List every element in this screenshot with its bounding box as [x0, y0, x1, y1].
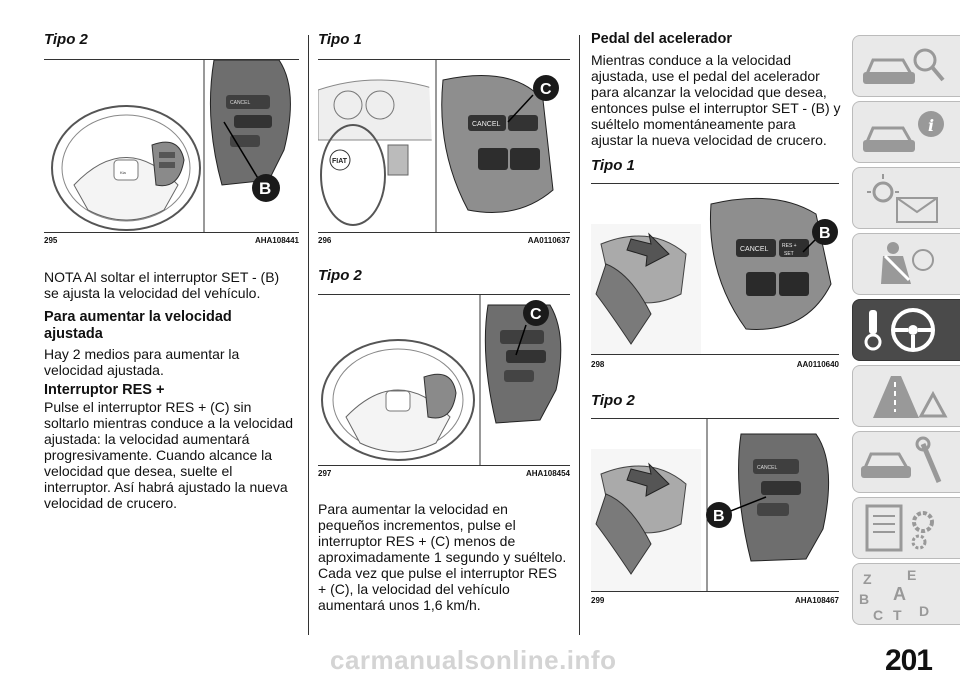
- svg-text:A: A: [893, 584, 906, 604]
- figure-297-caption: 297 AHA108454: [318, 469, 570, 479]
- figure-298: CANCEL RES + SET B: [591, 183, 839, 355]
- figure-number: 297: [318, 469, 332, 478]
- figure-298-caption: 298 AA0110640: [591, 360, 839, 370]
- sub-title-res: Interruptor RES +: [44, 382, 165, 398]
- svg-text:CANCEL: CANCEL: [740, 246, 769, 253]
- figure-number: 298: [591, 360, 605, 369]
- tab-car-search[interactable]: [852, 35, 960, 97]
- nota-paragraph: NOTA Al soltar el interruptor SET - (B) …: [44, 269, 280, 301]
- warning-lights-envelope-icon: [867, 174, 938, 223]
- callout-c: C: [540, 81, 552, 98]
- svg-text:SET: SET: [784, 251, 794, 257]
- figure-295-caption: 295 AHA108441: [44, 236, 299, 246]
- heading-tipo-2: Tipo 2: [44, 31, 88, 48]
- figure-297: C: [318, 294, 570, 466]
- figure-number: 299: [591, 596, 605, 605]
- svg-text:T: T: [893, 607, 902, 623]
- tab-specs-gears[interactable]: [852, 497, 960, 559]
- tab-car-wrench[interactable]: [852, 431, 960, 493]
- figure-code: AA0110640: [796, 360, 839, 369]
- heading-tipo-1: Tipo 1: [318, 31, 362, 48]
- figure-295: Kia CANCEL B: [44, 59, 299, 233]
- svg-text:D: D: [919, 603, 929, 619]
- tab-alphabet-index[interactable]: Z E A B C T D: [852, 563, 960, 625]
- page-number: 201: [884, 644, 933, 677]
- svg-text:E: E: [907, 567, 916, 583]
- figure-299: CANCEL B: [591, 418, 839, 592]
- pedal-paragraph: Mientras conduce a la velocidad ajustada…: [591, 52, 841, 148]
- figure-number: 296: [318, 236, 332, 245]
- svg-text:CANCEL: CANCEL: [472, 121, 501, 128]
- svg-text:CANCEL: CANCEL: [230, 100, 251, 106]
- figure-code: AHA108467: [794, 596, 839, 605]
- incrementos-paragraph: Para aumentar la velocidad en pequeños i…: [318, 501, 567, 613]
- svg-text:B: B: [859, 591, 869, 607]
- callout-b: B: [259, 179, 271, 198]
- svg-text:Z: Z: [863, 571, 872, 587]
- alphabet-index-icon: Z E A B C T D: [859, 567, 929, 623]
- figure-296-caption: 296 AA0110637: [318, 236, 570, 246]
- seatbelt-airbag-icon: [881, 242, 934, 284]
- car-search-icon: [863, 48, 945, 84]
- res-paragraph: Pulse el interruptor RES + (C) sin solta…: [44, 399, 294, 511]
- svg-text:CANCEL: CANCEL: [757, 465, 778, 471]
- steering-wheel-illustration: Kia CANCEL B: [51, 60, 291, 232]
- heading-tipo-2: Tipo 2: [591, 392, 635, 409]
- svg-text:FIAT: FIAT: [332, 158, 348, 165]
- heading-tipo-1: Tipo 1: [591, 157, 635, 174]
- dashboard-illustration: FIAT CANCEL C: [318, 60, 570, 232]
- section-title-pedal: Pedal del acelerador: [591, 31, 733, 47]
- figure-299-caption: 299 AHA108467: [591, 596, 839, 606]
- figure-number: 295: [44, 236, 58, 245]
- section-intro: Hay 2 medios para aumentar la velocidad …: [44, 346, 240, 378]
- figure-296: FIAT CANCEL C: [318, 59, 570, 233]
- tab-road-warning[interactable]: [852, 365, 960, 427]
- svg-text:i: i: [928, 116, 934, 135]
- section-title-aumentar: Para aumentar la velocidad ajustada: [44, 309, 232, 342]
- pedal-switch-illustration: CANCEL RES + SET B: [591, 197, 838, 354]
- svg-text:Kia: Kia: [120, 170, 127, 175]
- svg-text:C: C: [873, 607, 883, 623]
- car-info-icon: i: [863, 111, 944, 152]
- car-wrench-icon: [861, 436, 942, 483]
- figure-code: AHA108441: [254, 236, 299, 245]
- key-steering-wheel-icon: [864, 308, 935, 352]
- heading-tipo-2: Tipo 2: [318, 267, 362, 284]
- tab-car-info[interactable]: i: [852, 101, 960, 163]
- tab-warning-lights[interactable]: [852, 167, 960, 229]
- figure-code: AHA108454: [525, 469, 570, 478]
- steering-wheel-illustration: C: [321, 295, 562, 465]
- callout-b: B: [819, 225, 831, 242]
- watermark: carmanualsonline.info: [330, 645, 617, 675]
- tab-key-steering-wheel[interactable]: [852, 299, 960, 361]
- road-warning-icon: [873, 376, 948, 418]
- specs-gears-icon: [865, 504, 934, 552]
- column-divider: [308, 35, 309, 635]
- pedal-switch-illustration: CANCEL B: [591, 419, 830, 591]
- svg-text:RES +: RES +: [782, 243, 797, 249]
- callout-c: C: [530, 306, 542, 323]
- column-divider: [579, 35, 580, 635]
- callout-b: B: [713, 508, 725, 525]
- tab-seatbelt-airbag[interactable]: [852, 233, 960, 295]
- figure-code: AA0110637: [527, 236, 570, 245]
